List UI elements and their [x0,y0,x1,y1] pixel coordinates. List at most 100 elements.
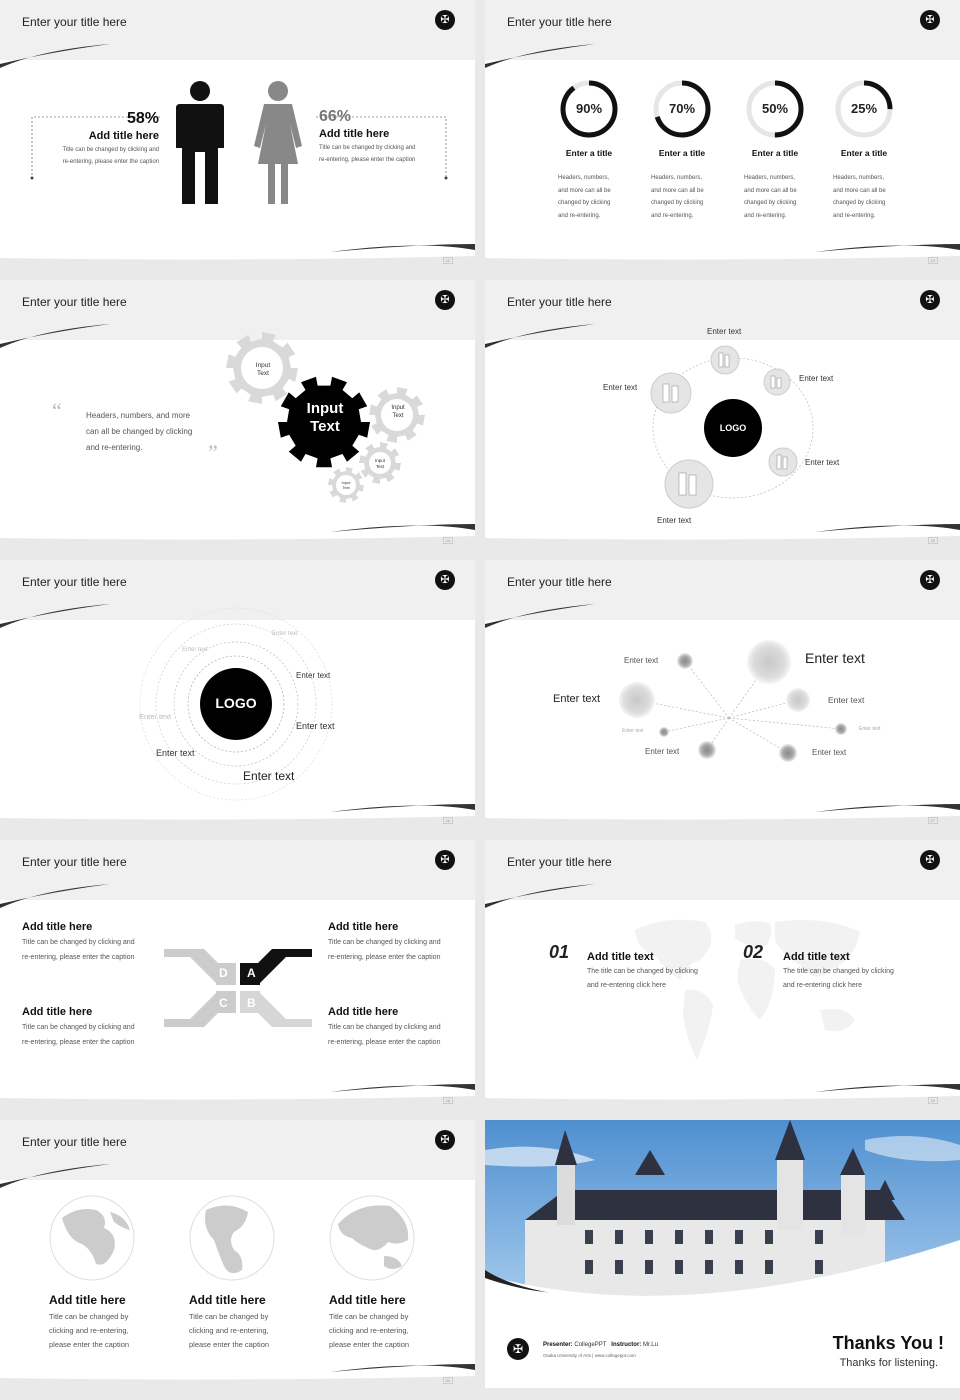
slide-30[interactable]: Enter your title here ✠ Add title here T… [0,1120,475,1388]
small-gear-label-2: Text [257,370,269,377]
orbit-label-bottom: Enter text [657,516,692,525]
slide-25[interactable]: Enter your title here ✠ LOGO Enter text … [485,280,960,548]
university-logo-icon: ✠ [507,1338,529,1360]
block-bl-cap2: re-entering, please enter the caption [22,1039,135,1046]
orbit-diagram [650,345,814,509]
page-number: 28 [442,1097,453,1104]
slide-23[interactable]: Enter your title here ✠ 90%Enter a title… [485,0,960,268]
gear-small-label-2: Text [342,485,350,490]
block-br-cap2: re-entering, please enter the caption [328,1039,441,1046]
globe-2-line2: clicking and re-entering, [189,1326,269,1335]
slide-26[interactable]: Enter your title here ✠ LOGO Enter text … [0,560,475,828]
x-letter-d: D [219,966,228,980]
gears-diagram [226,332,425,503]
bubble-label-big: Enter text [805,650,865,666]
globe-1-line2: clicking and re-entering, [49,1326,129,1335]
page-number: 26 [442,817,453,824]
slide-title: Enter your title here [22,15,127,29]
slide-thanks[interactable]: ✠ Presenter: CollegePPT Instructor: Mr.L… [485,1120,960,1388]
progress-title: Enter a title [565,148,613,158]
gear-big-black-icon [278,376,370,468]
university-logo-icon: ✠ [435,570,455,590]
progress-percent: 70% [668,101,696,116]
slide-title: Enter your title here [22,575,127,589]
female-figure-icon [254,81,302,204]
progress-title: Enter a title [658,148,706,158]
slide-title: Enter your title here [22,855,127,869]
item-1-number: 01 [549,942,570,962]
university-logo-icon: ✠ [435,1130,455,1150]
block-tr-cap2: re-entering, please enter the caption [328,954,441,961]
progress-caption-line: and more can all be [744,187,797,194]
progress-caption-line: and re-entering. [744,212,787,219]
infographic-lines [30,116,448,180]
item-2-title: Add title text [783,951,850,963]
globe-3-line1: Title can be changed by [329,1312,409,1321]
block-tl-cap2: re-entering, please enter the caption [22,954,135,961]
globe-3-line3: please enter the caption [329,1340,410,1349]
university-logo-icon: ✠ [920,850,940,870]
globe-1-title: Add title here [49,1293,126,1307]
ring-label-6: Enter text [156,748,195,758]
slide-22[interactable]: Enter your title here ✠ 58% Add title he… [0,0,475,268]
globe-1-line3: please enter the caption [49,1340,130,1349]
slide-header [0,840,475,900]
slide-title: Enter your title here [507,575,612,589]
instructor-name: Mr.Lu [642,1342,658,1348]
page-number: 25 [927,537,938,544]
bubble-label-left: Enter text [553,693,601,705]
big-gear-label-2: Text [310,418,340,435]
presenter-label: Presenter: [543,1342,573,1348]
close-quote-icon: ” [208,440,218,465]
gear-mid-label-2: Text [375,464,385,469]
slide-24[interactable]: Enter your title here ✠ “ Headers, numbe… [0,280,475,548]
gear-right-icon-hub [381,399,413,431]
progress-caption-line: changed by clicking [744,200,797,206]
block-tl-title: Add title here [22,921,93,933]
male-caption-2: re-entering, please enter the caption [62,159,159,165]
page-number: 29 [927,1097,938,1104]
presenter-name: CollegePPT [574,1342,607,1348]
x-letter-b: B [247,996,256,1010]
globe-1-line1: Title can be changed by [49,1312,129,1321]
progress-caption-line: Headers, numbers, [833,175,885,181]
ring-label-3: Enter text [296,671,331,680]
progress-caption-line: changed by clicking [651,200,704,206]
female-title: Add title here [319,128,390,140]
progress-caption-line: and more can all be [651,187,704,194]
female-caption-2: re-entering, please enter the caption [319,157,416,163]
progress-ring-fill [560,80,618,138]
item-1-title: Add title text [587,951,654,963]
slide-27[interactable]: Enter your title here ✠ Enter text Enter [485,560,960,828]
progress-percent: 50% [761,101,789,116]
slide-title: Enter your title here [22,295,127,309]
big-gear-label-1: Input [306,400,344,417]
gear-right-label-1: Input [391,405,405,411]
website-link[interactable]: www.collegeppt.com [594,1353,636,1358]
block-br-title: Add title here [328,1006,399,1018]
concentric-rings-diagram [139,607,333,801]
gear-small-icon-hub [336,475,356,495]
progress-ring [653,80,711,138]
university-logo-icon: ✠ [435,850,455,870]
university-logo-icon: ✠ [920,290,940,310]
center-logo-text: LOGO [215,695,257,711]
progress-caption-line: and re-entering. [558,212,601,219]
bubble-label-1: Enter text [624,656,659,665]
progress-caption-line: changed by clicking [558,200,611,206]
slide-29[interactable]: Enter your title here ✠ 01 Add title tex… [485,840,960,1108]
progress-caption-line: and re-entering. [833,212,876,219]
logo-center-circle [200,668,272,740]
slide-title: Enter your title here [507,295,612,309]
slide-28[interactable]: Enter your title here ✠ Add title here T… [0,840,475,1108]
male-title: Add title here [88,130,159,142]
bubble-label-2: Enter text [828,695,865,705]
slide-title: Enter your title here [507,15,612,29]
thanks-subtitle: Thanks for listening. [839,1357,938,1369]
castle-photo [485,1120,960,1388]
page-number: 24 [442,537,453,544]
block-bl-cap1: Title can be changed by clicking and [22,1024,135,1031]
progress-caption-line: and more can all be [833,187,886,194]
progress-percent: 90% [575,101,603,116]
